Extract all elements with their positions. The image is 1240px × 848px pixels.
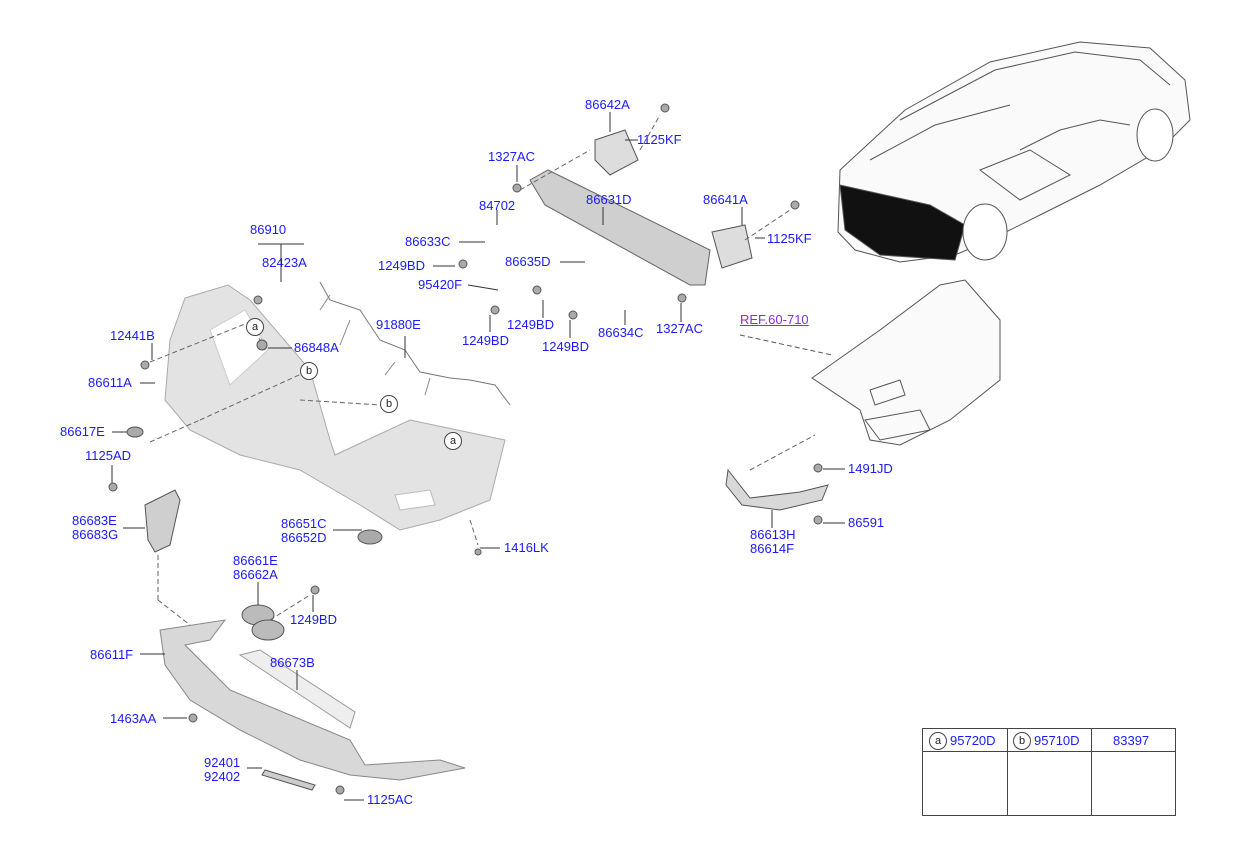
legend-callout-b: b <box>1013 732 1031 750</box>
legend-divider <box>1091 729 1092 815</box>
part-label-86683G[interactable]: 86683G <box>72 527 119 542</box>
part-label-84702[interactable]: 84702 <box>479 198 516 213</box>
legend-divider <box>1007 729 1008 815</box>
vehicle-illustration <box>837 41 1191 263</box>
part-label-86910[interactable]: 86910 <box>250 222 287 237</box>
part-label-1249BD-c[interactable]: 1249BD <box>462 333 509 348</box>
part-label-86633C[interactable]: 86633C <box>405 234 451 249</box>
part-label-82423A[interactable]: 82423A <box>262 255 307 270</box>
part-label-86591[interactable]: 86591 <box>848 515 885 530</box>
part-label-1249BD-a[interactable]: 1249BD <box>378 258 425 273</box>
legend-part-95720D[interactable]: 95720D <box>950 733 996 748</box>
part-label-12441B[interactable]: 12441B <box>110 328 155 343</box>
part-label-86652D[interactable]: 86652D <box>281 530 327 545</box>
part-label-86635D[interactable]: 86635D <box>505 254 551 269</box>
part-label-1463AA[interactable]: 1463AA <box>110 711 157 726</box>
bumper-cover-illustration <box>164 284 506 531</box>
part-label-1249BD-e[interactable]: 1249BD <box>290 612 337 627</box>
side-bracket-illustration <box>725 468 829 511</box>
exhaust-tip-illustration <box>241 604 285 641</box>
part-label-86611F[interactable]: 86611F <box>90 647 134 662</box>
bracket-illustration <box>144 489 181 553</box>
part-label-1125KF-a[interactable]: 1125KF <box>637 132 682 147</box>
part-label-86662A[interactable]: 86662A <box>233 567 278 582</box>
legend-part-83397[interactable]: 83397 <box>1113 733 1150 748</box>
legend-header-rule <box>923 751 1175 752</box>
callout-a-lower: a <box>444 432 462 450</box>
part-label-86673B[interactable]: 86673B <box>270 655 315 670</box>
part-label-1125AC[interactable]: 1125AC <box>367 792 414 807</box>
lower-diffuser-illustration <box>159 619 466 791</box>
part-label-86613H[interactable]: 86613H <box>750 527 796 542</box>
part-label-1327AC-a[interactable]: 1327AC <box>488 149 535 164</box>
part-label-86617E[interactable]: 86617E <box>60 424 105 439</box>
part-label-86661E[interactable]: 86661E <box>233 553 278 568</box>
part-label-86848A[interactable]: 86848A <box>294 340 339 355</box>
quarter-panel-illustration <box>739 279 1001 446</box>
legend-callout-a: a <box>929 732 947 750</box>
part-label-86651C[interactable]: 86651C <box>281 516 327 531</box>
bumper-beam-illustration <box>529 129 753 286</box>
part-label-1249BD-d[interactable]: 1249BD <box>542 339 589 354</box>
part-label-1125AD[interactable]: 1125AD <box>85 448 132 463</box>
callout-b-upper: b <box>300 362 318 380</box>
part-label-92401[interactable]: 92401 <box>204 755 241 770</box>
part-label-86641A[interactable]: 86641A <box>703 192 748 207</box>
wiring-harness-illustration <box>319 281 511 406</box>
part-label-86683E[interactable]: 86683E <box>72 513 117 528</box>
callout-a-upper: a <box>246 318 264 336</box>
part-label-1327AC-b[interactable]: 1327AC <box>656 321 703 336</box>
part-label-86614F[interactable]: 86614F <box>750 541 795 556</box>
callout-b-lower: b <box>380 395 398 413</box>
part-label-1125KF-b[interactable]: 1125KF <box>767 231 812 246</box>
part-label-86642A[interactable]: 86642A <box>585 97 630 112</box>
legend-table: a 95720D b 95710D 83397 <box>922 728 1176 816</box>
part-label-86631D[interactable]: 86631D <box>586 192 632 207</box>
legend-part-95710D[interactable]: 95710D <box>1034 733 1080 748</box>
part-label-1491JD[interactable]: 1491JD <box>848 461 893 476</box>
part-label-1416LK[interactable]: 1416LK <box>504 540 549 555</box>
reference-link[interactable]: REF.60-710 <box>740 312 809 327</box>
part-label-95420F[interactable]: 95420F <box>418 277 463 292</box>
part-label-86634C[interactable]: 86634C <box>598 325 644 340</box>
part-label-86611A[interactable]: 86611A <box>88 375 132 390</box>
part-label-91880E[interactable]: 91880E <box>376 317 421 332</box>
part-label-1249BD-b[interactable]: 1249BD <box>507 317 554 332</box>
part-label-92402[interactable]: 92402 <box>204 769 241 784</box>
